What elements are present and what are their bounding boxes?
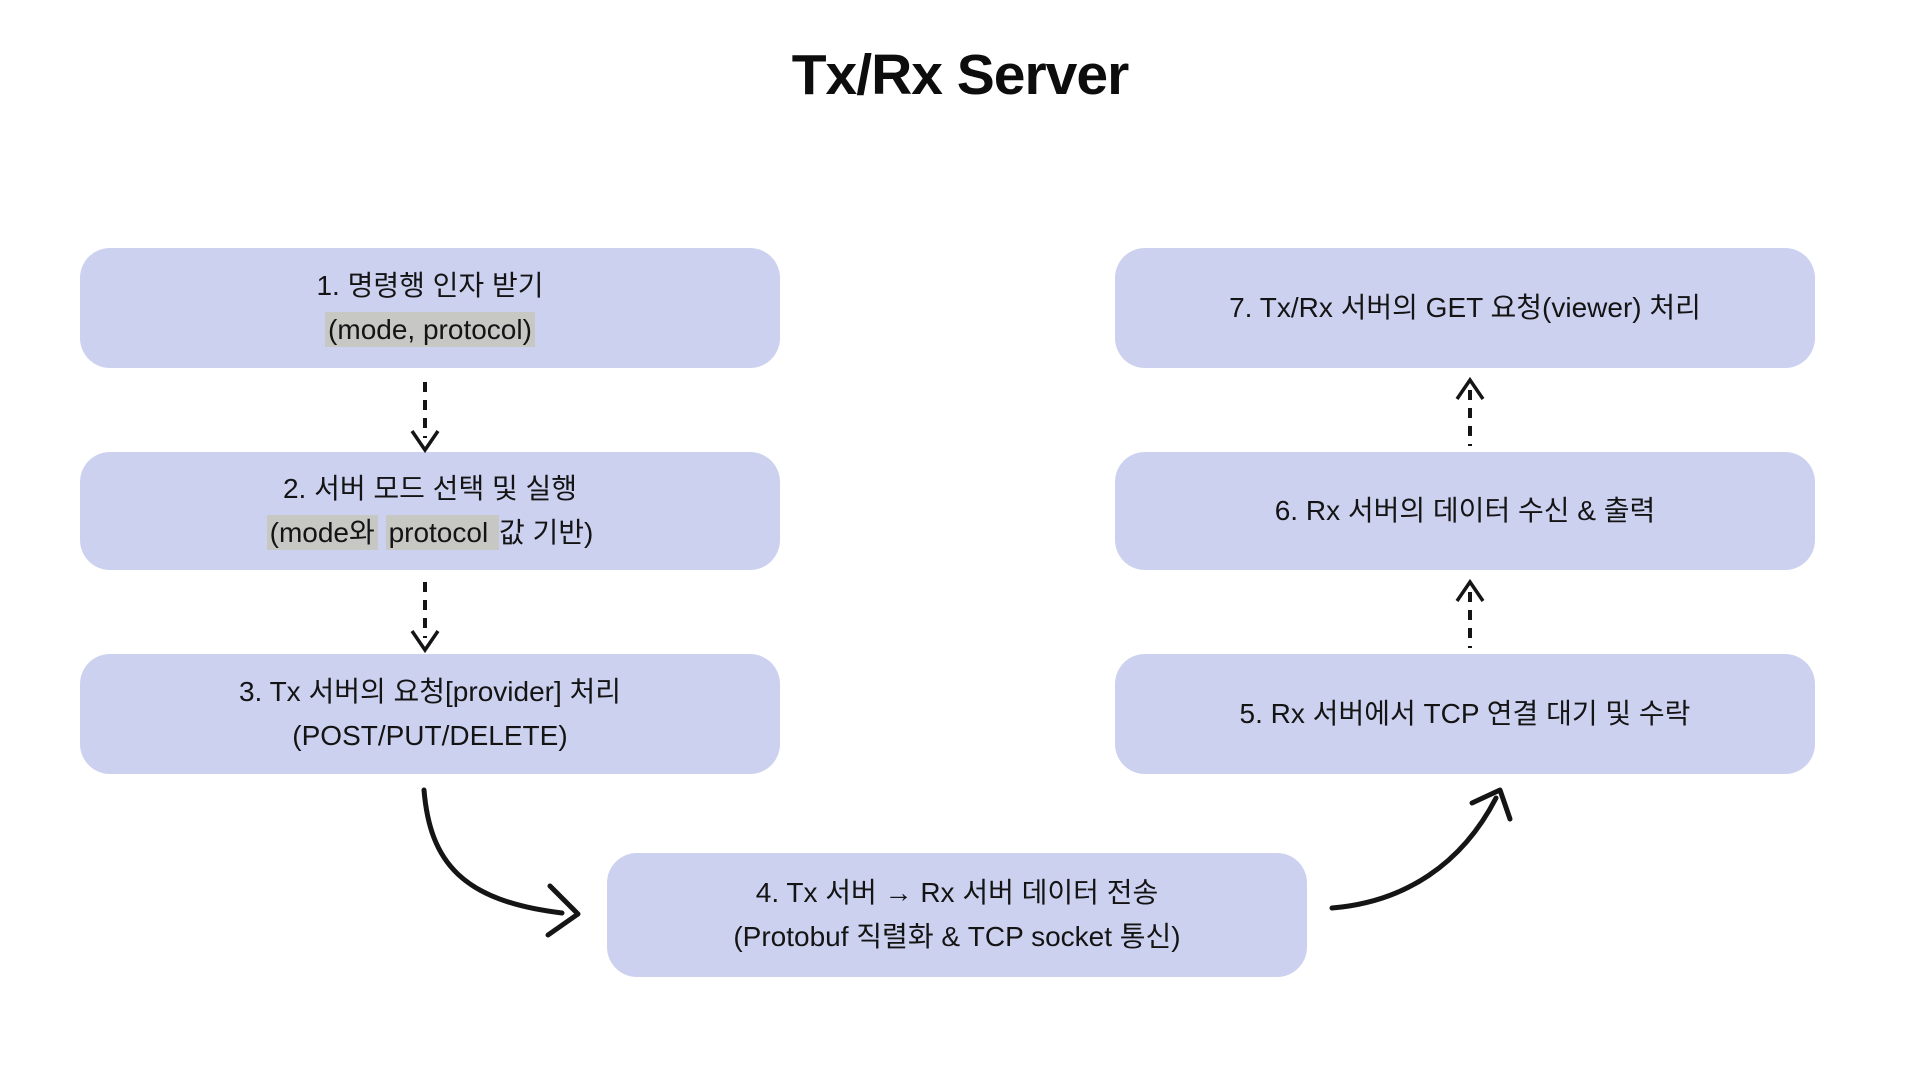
flow-box-step-7-label: 7. Tx/Rx 서버의 GET 요청(viewer) 처리 xyxy=(1229,292,1701,323)
flow-box-step-5-label: 5. Rx 서버에서 TCP 연결 대기 및 수락 xyxy=(1239,698,1691,729)
flow-box-step-3: 3. Tx 서버의 요청[provider] 처리(POST/PUT/DELET… xyxy=(80,654,780,774)
arrow-step1-to-step2-icon xyxy=(410,382,440,454)
flow-box-step-3-label: 3. Tx 서버의 요청[provider] 처리(POST/PUT/DELET… xyxy=(238,676,622,751)
flow-box-step-5: 5. Rx 서버에서 TCP 연결 대기 및 수락 xyxy=(1115,654,1815,774)
flow-box-step-2: 2. 서버 모드 선택 및 실행(mode와 protocol 값 기반) xyxy=(80,452,780,570)
arrow-step2-to-step3-icon xyxy=(410,582,440,654)
page-title: Tx/Rx Server xyxy=(791,43,1130,107)
flow-box-step-6: 6. Rx 서버의 데이터 수신 & 출력 xyxy=(1115,452,1815,570)
flow-box-step-2-label: 2. 서버 모드 선택 및 실행(mode와 protocol 값 기반) xyxy=(266,467,593,555)
flow-box-step-4: 4. Tx 서버 → Rx 서버 데이터 전송(Protobuf 직렬화 & T… xyxy=(607,853,1307,977)
flow-box-step-6-label: 6. Rx 서버의 데이터 수신 & 출력 xyxy=(1274,495,1656,526)
flow-box-step-4-label: 4. Tx 서버 → Rx 서버 데이터 전송(Protobuf 직렬화 & T… xyxy=(733,877,1181,952)
arrow-step3-to-step4-icon xyxy=(421,787,581,938)
arrow-step6-to-step7-icon xyxy=(1455,376,1485,446)
flow-box-step-1-label: 1. 명령행 인자 받기(mode, protocol) xyxy=(316,270,544,347)
arrow-step5-to-step6-icon xyxy=(1455,578,1485,648)
flow-box-step-7: 7. Tx/Rx 서버의 GET 요청(viewer) 처리 xyxy=(1115,248,1815,368)
arrow-step4-to-step5-icon xyxy=(1329,787,1513,911)
flow-box-step-1: 1. 명령행 인자 받기(mode, protocol) xyxy=(80,248,780,368)
